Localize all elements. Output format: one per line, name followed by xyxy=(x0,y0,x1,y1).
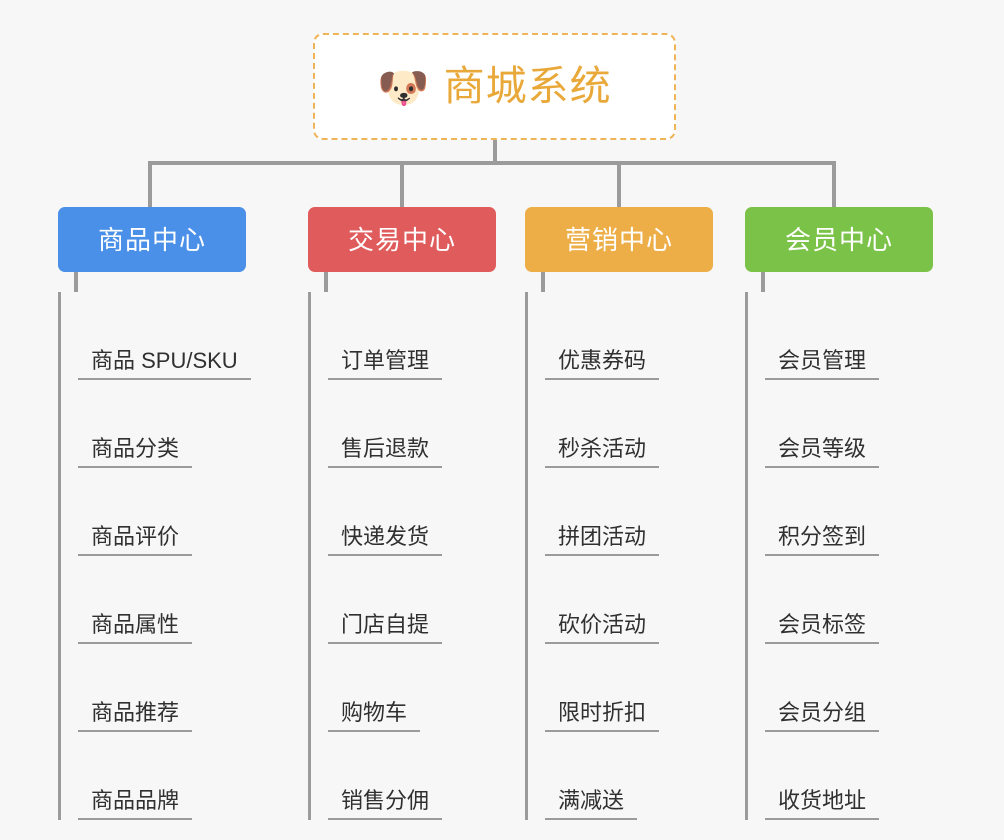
leaf-label: 订单管理 xyxy=(328,349,443,380)
leaf-list-product-center: 商品 SPU/SKU 商品分类 商品评价 商品属性 商品推荐 商品品牌 xyxy=(58,292,251,820)
list-item[interactable]: 限时折扣 xyxy=(528,644,713,732)
leaf-label: 积分签到 xyxy=(765,525,880,556)
list-item[interactable]: 拼团活动 xyxy=(528,468,713,556)
connector-drop-2 xyxy=(400,161,404,207)
list-item[interactable]: 售后退款 xyxy=(311,380,496,468)
branch-marketing-center: 营销中心 优惠券码 秒杀活动 拼团活动 砍价活动 限时折扣 满减送 xyxy=(525,207,713,820)
list-item[interactable]: 优惠券码 xyxy=(528,292,713,380)
branch-header-trade-center[interactable]: 交易中心 xyxy=(308,207,496,272)
leaf-label: 砍价活动 xyxy=(545,613,660,644)
leaf-label: 商品评价 xyxy=(78,525,193,556)
connector-spine-stub-2 xyxy=(324,272,328,292)
list-item[interactable]: 商品品牌 xyxy=(61,732,246,820)
branch-product-center: 商品中心 商品 SPU/SKU 商品分类 商品评价 商品属性 商品推荐 商品品牌 xyxy=(58,207,251,820)
branch-header-member-center[interactable]: 会员中心 xyxy=(745,207,933,272)
list-item[interactable]: 商品推荐 xyxy=(61,644,246,732)
connector-root-stem xyxy=(493,140,497,164)
leaf-label: 会员分组 xyxy=(765,701,880,732)
list-item[interactable]: 满减送 xyxy=(528,732,713,820)
leaf-label: 收货地址 xyxy=(765,789,880,820)
connector-drop-1 xyxy=(148,161,152,207)
list-item[interactable]: 商品分类 xyxy=(61,380,246,468)
leaf-label: 商品分类 xyxy=(78,437,193,468)
page-title: 商城系统 xyxy=(443,63,612,109)
branch-trade-center: 交易中心 订单管理 售后退款 快递发货 门店自提 购物车 销售分佣 xyxy=(308,207,496,820)
leaf-label: 快递发货 xyxy=(328,525,443,556)
connector-spine-stub-1 xyxy=(74,272,78,292)
list-item[interactable]: 积分签到 xyxy=(748,468,933,556)
leaf-label: 门店自提 xyxy=(328,613,443,644)
list-item[interactable]: 商品属性 xyxy=(61,556,246,644)
list-item[interactable]: 会员管理 xyxy=(748,292,933,380)
leaf-label: 会员管理 xyxy=(765,349,880,380)
list-item[interactable]: 门店自提 xyxy=(311,556,496,644)
leaf-label: 满减送 xyxy=(545,789,638,820)
leaf-list-trade-center: 订单管理 售后退款 快递发货 门店自提 购物车 销售分佣 xyxy=(308,292,496,820)
leaf-label: 秒杀活动 xyxy=(545,437,660,468)
list-item[interactable]: 商品 SPU/SKU xyxy=(61,292,251,380)
root-node[interactable]: 🐶 商城系统 xyxy=(313,33,676,140)
leaf-label: 购物车 xyxy=(328,701,421,732)
list-item[interactable]: 订单管理 xyxy=(311,292,496,380)
leaf-label: 商品品牌 xyxy=(78,789,193,820)
list-item[interactable]: 快递发货 xyxy=(311,468,496,556)
dog-face-icon: 🐶 xyxy=(377,63,430,111)
leaf-label: 商品 SPU/SKU xyxy=(78,349,251,380)
branch-member-center: 会员中心 会员管理 会员等级 积分签到 会员标签 会员分组 收货地址 xyxy=(745,207,933,820)
connector-drop-3 xyxy=(617,161,621,207)
leaf-label: 限时折扣 xyxy=(545,701,660,732)
list-item[interactable]: 秒杀活动 xyxy=(528,380,713,468)
list-item[interactable]: 会员等级 xyxy=(748,380,933,468)
leaf-label: 售后退款 xyxy=(328,437,443,468)
list-item[interactable]: 商品评价 xyxy=(61,468,246,556)
connector-horizontal-bus xyxy=(148,161,834,165)
list-item[interactable]: 会员标签 xyxy=(748,556,933,644)
connector-spine-stub-3 xyxy=(541,272,545,292)
connector-spine-stub-4 xyxy=(761,272,765,292)
list-item[interactable]: 销售分佣 xyxy=(311,732,496,820)
leaf-label: 拼团活动 xyxy=(545,525,660,556)
leaf-label: 销售分佣 xyxy=(328,789,443,820)
branch-header-product-center[interactable]: 商品中心 xyxy=(58,207,246,272)
leaf-label: 会员等级 xyxy=(765,437,880,468)
leaf-label: 商品推荐 xyxy=(78,701,193,732)
leaf-list-member-center: 会员管理 会员等级 积分签到 会员标签 会员分组 收货地址 xyxy=(745,292,933,820)
leaf-label: 优惠券码 xyxy=(545,349,660,380)
list-item[interactable]: 会员分组 xyxy=(748,644,933,732)
leaf-list-marketing-center: 优惠券码 秒杀活动 拼团活动 砍价活动 限时折扣 满减送 xyxy=(525,292,713,820)
list-item[interactable]: 收货地址 xyxy=(748,732,933,820)
branch-header-marketing-center[interactable]: 营销中心 xyxy=(525,207,713,272)
connector-drop-4 xyxy=(832,161,836,207)
leaf-label: 会员标签 xyxy=(765,613,880,644)
leaf-label: 商品属性 xyxy=(78,613,193,644)
list-item[interactable]: 砍价活动 xyxy=(528,556,713,644)
list-item[interactable]: 购物车 xyxy=(311,644,496,732)
